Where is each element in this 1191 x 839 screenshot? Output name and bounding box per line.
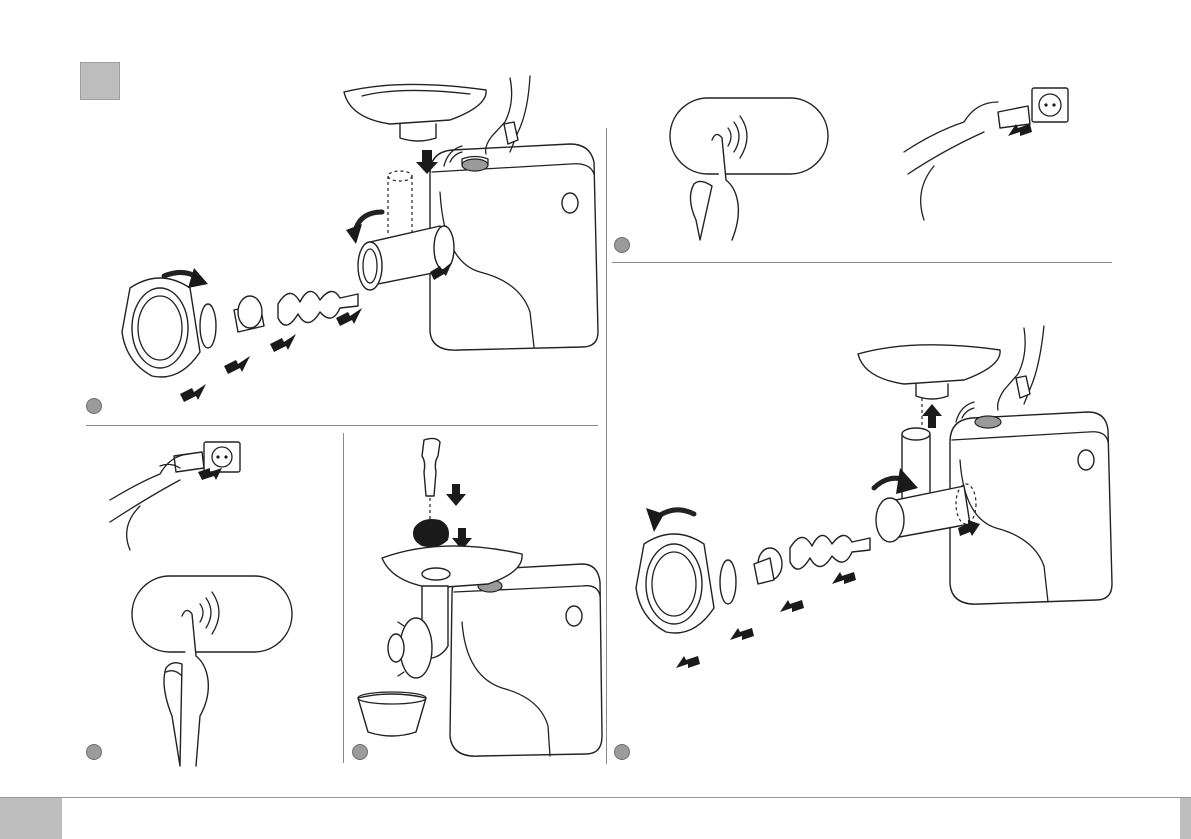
footer-bar xyxy=(0,797,1191,839)
meat-pieces xyxy=(413,519,449,547)
divider-vertical-main xyxy=(606,128,607,764)
divider-vertical-lower-left xyxy=(343,433,344,763)
power-on-illustration xyxy=(100,436,340,766)
auger-screw xyxy=(790,535,870,569)
mincer-motor-body xyxy=(450,564,602,756)
control-knob xyxy=(462,159,488,171)
switch-off-illustration xyxy=(614,70,1114,240)
collecting-bowl xyxy=(358,694,426,736)
mincing-plate xyxy=(720,560,736,604)
power-plug-icon xyxy=(174,452,204,472)
page-edge-tab xyxy=(1180,798,1191,839)
page-number-tab xyxy=(0,798,62,839)
feeding-tray xyxy=(858,345,1000,384)
mincer-motor-body xyxy=(430,144,598,350)
divider-horizontal-left xyxy=(86,425,598,426)
mincer-motor-body xyxy=(950,412,1112,604)
rotate-arrow-icon xyxy=(896,468,918,494)
mincing-illustration xyxy=(352,436,602,766)
power-plug-icon xyxy=(998,106,1030,128)
divider-horizontal-right xyxy=(612,262,1112,263)
touch-switch-panel xyxy=(132,576,292,652)
mincing-plate xyxy=(200,304,216,348)
touch-switch-panel xyxy=(670,98,828,174)
control-knob xyxy=(975,416,1001,428)
food-pusher xyxy=(422,438,440,496)
ring-nut xyxy=(400,618,432,678)
assembly-illustration xyxy=(100,62,600,422)
step-marker-disassemble xyxy=(614,744,630,760)
direction-arrow-icon xyxy=(676,656,700,668)
disassembly-illustration xyxy=(624,318,1114,698)
wall-socket xyxy=(1032,88,1068,122)
